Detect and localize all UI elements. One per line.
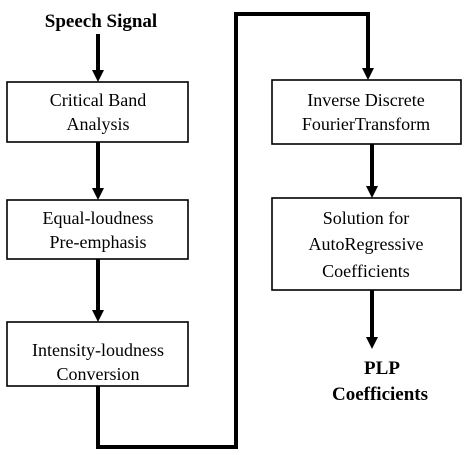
input-title: Speech Signal (45, 11, 157, 32)
box-equal-loudness (6, 199, 189, 260)
output-label-line2: Coefficients (332, 384, 428, 405)
box-label-line: Conversion (57, 364, 140, 384)
arrowhead-equal (92, 188, 104, 200)
box-label-line: FourierTransform (302, 114, 430, 134)
box-label-line: Solution for (323, 208, 410, 228)
box-label-line: AutoRegressive (309, 234, 424, 254)
arrowhead-intensity (92, 310, 104, 322)
box-labels: Critical Band Analysis Equal-loudness Pr… (32, 90, 430, 384)
arrowhead-output (366, 337, 378, 349)
connectors (96, 12, 374, 449)
box-label-line: Inverse Discrete (307, 90, 424, 110)
output-label-line1: PLP (364, 358, 400, 379)
box-autoregressive (271, 197, 462, 291)
box-label-line: Coefficients (322, 261, 410, 281)
box-label-line: Pre-emphasis (50, 232, 147, 252)
box-critical-band (6, 81, 189, 143)
box-inverse-dft (271, 79, 462, 145)
box-label-line: Analysis (67, 114, 130, 134)
arrowhead-inverse (362, 68, 374, 80)
box-label-line: Critical Band (50, 90, 146, 110)
arrowhead-critical (92, 70, 104, 82)
arrowhead-solution (366, 186, 378, 198)
box-intensity-loudness (6, 321, 189, 387)
box-label-line: Intensity-loudness (32, 340, 164, 360)
edge-intensity-to-inverse (96, 12, 370, 449)
box-label-line: Equal-loudness (43, 208, 154, 228)
arrowheads (92, 68, 378, 349)
process-boxes (6, 79, 462, 387)
